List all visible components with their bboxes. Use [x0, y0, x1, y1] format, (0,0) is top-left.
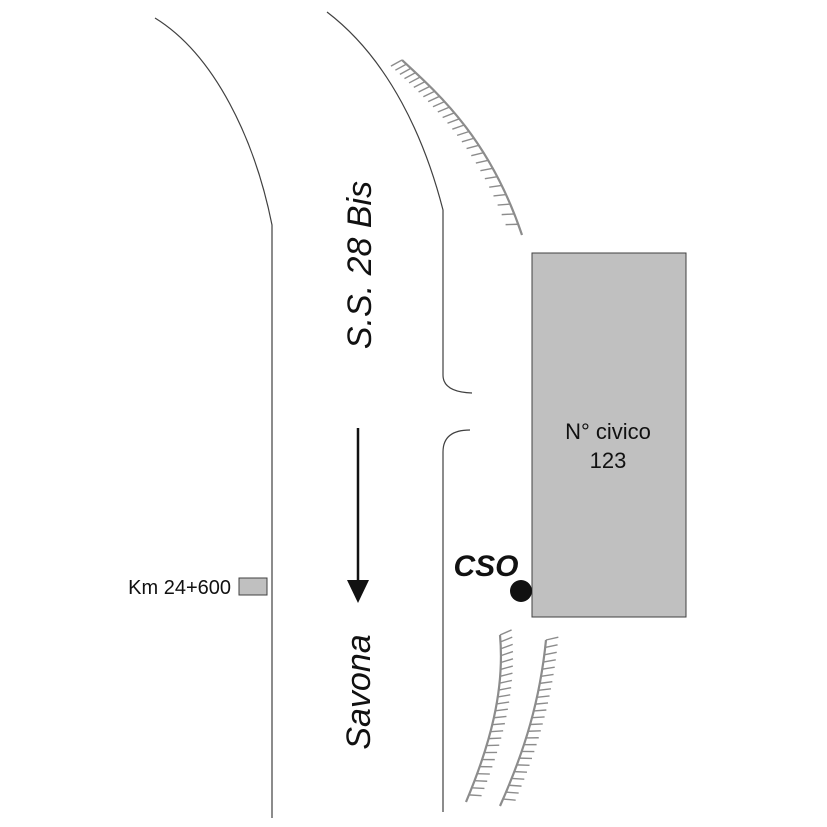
cso-point-marker [510, 580, 532, 602]
embankment-tick [468, 794, 482, 797]
embankment-tick [489, 184, 502, 188]
embankment-tick [499, 679, 513, 684]
embankment-tick [474, 780, 488, 782]
road-name-label: S.S. 28 Bis [341, 181, 379, 349]
embankment-tick [404, 71, 416, 80]
embankment-tick [496, 701, 510, 705]
embankment-tick [500, 636, 513, 643]
road-left-edge [154, 17, 273, 818]
embankment-tick [497, 203, 511, 206]
embankment-tick [530, 723, 543, 726]
direction-arrow-head [347, 580, 369, 603]
embankment-tick [490, 730, 504, 733]
embankment-tick [475, 159, 489, 164]
embankment-tick [471, 151, 484, 157]
embankment-tick [488, 737, 502, 740]
building-block [531, 252, 687, 618]
embankment-tick [503, 798, 516, 801]
embankment-tick [390, 59, 403, 67]
embankment-tick [461, 137, 475, 143]
kilometre-marker-post [238, 577, 268, 596]
embankment-hatching [390, 59, 559, 807]
embankment-tick [542, 666, 555, 670]
embankment-tick [497, 694, 511, 698]
embankment-tick [545, 636, 559, 641]
embankment-tick [493, 715, 507, 719]
embankment-tick [535, 702, 549, 705]
embankment-tick [493, 193, 507, 197]
embankment-tick [514, 770, 527, 773]
embankment-lower-left [464, 629, 514, 803]
embankment-tick [480, 167, 493, 172]
embankment-tick [437, 106, 450, 113]
embankment-tick [442, 112, 455, 119]
embankment-tick [471, 787, 485, 790]
embankment-tick [499, 629, 512, 636]
embankment-tick [508, 784, 522, 787]
embankment-tick [500, 665, 513, 671]
embankment-tick [500, 643, 513, 650]
embankment-tick [452, 124, 465, 130]
embankment-tick [432, 100, 445, 108]
embankment-tick [395, 63, 407, 71]
road-right-edge-upper [326, 11, 473, 394]
kilometre-marker-label: Km 24+600 [128, 577, 231, 599]
embankment-tick [427, 95, 440, 103]
embankment-lower-right [498, 636, 559, 807]
road-right-edge-lower [442, 429, 471, 812]
embankment-tick [544, 651, 557, 656]
embankment-tick [505, 791, 519, 794]
embankment-tick [456, 130, 470, 137]
building-label-line2: 123 [590, 448, 627, 473]
cso-label: CSO [453, 550, 518, 583]
embankment-tick [447, 118, 460, 124]
embankment-tick [408, 76, 421, 84]
embankment-tick [538, 688, 552, 692]
embankment-tick [500, 658, 514, 664]
building-label-line1: N° civico [565, 419, 651, 444]
embankment-tick [399, 67, 412, 75]
embankment-tick [418, 85, 431, 93]
embankment-tick [543, 659, 556, 663]
embankment-tick [492, 722, 505, 726]
embankment-tick [539, 680, 553, 685]
embankment-tick [540, 673, 554, 678]
embankment-tick [536, 695, 550, 698]
embankment-tick [501, 213, 515, 216]
embankment-tick [500, 650, 514, 657]
embankment-tick [545, 644, 558, 649]
embankment-tick [484, 176, 498, 180]
embankment-tick [413, 80, 426, 89]
embankment-upper [390, 59, 524, 236]
embankment-tick [531, 716, 545, 719]
embankment-tick [533, 709, 547, 712]
destination-label: Savona [340, 634, 378, 749]
embankment-tick [498, 686, 512, 691]
embankment-tick [500, 672, 513, 677]
embankment-tick [423, 90, 436, 98]
embankment-tick [511, 777, 525, 780]
embankment-tick [495, 708, 508, 712]
embankment-tick [466, 144, 479, 150]
